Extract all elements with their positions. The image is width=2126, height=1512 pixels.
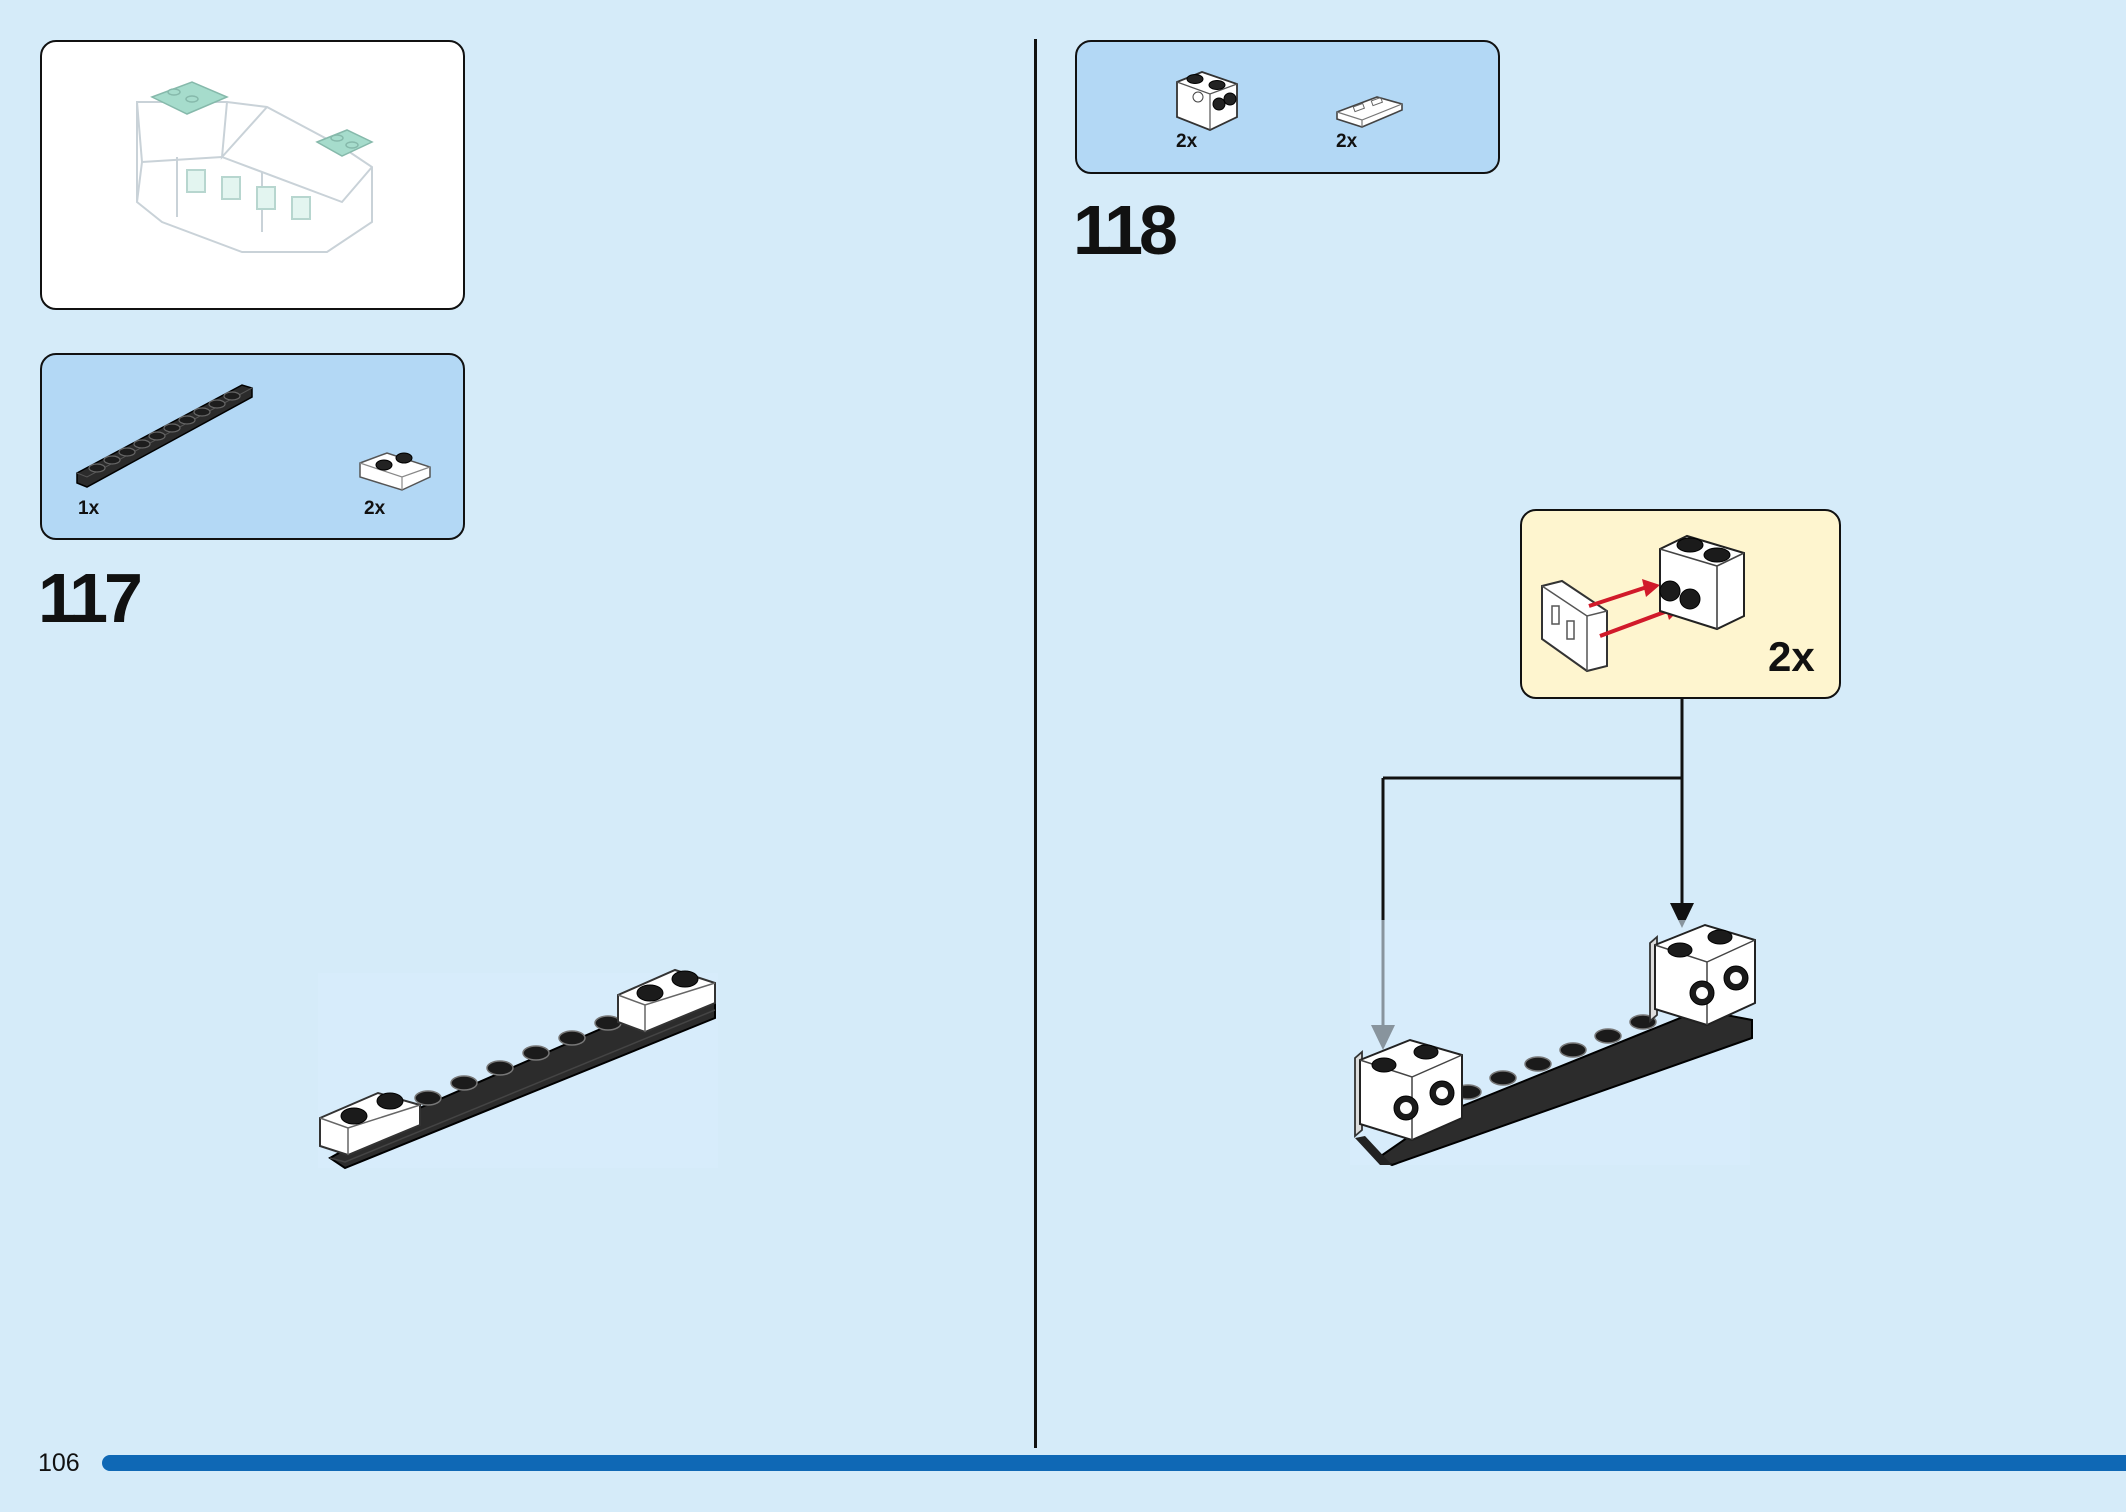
parts-list-118: 2x 2x — [1075, 40, 1500, 174]
white-tile-1x2-grille-icon — [1336, 96, 1403, 128]
page-divider — [1034, 39, 1037, 1448]
previous-model-panel — [40, 40, 465, 310]
step-number-117: 117 — [38, 559, 143, 637]
progress-bar — [102, 1455, 2126, 1471]
page-number: 106 — [38, 1449, 80, 1477]
sub-assembly-callout: 2x — [1520, 509, 1841, 699]
part-qty-tile: 2x — [1336, 131, 1358, 152]
parts-list-117: 1x 2x — [40, 353, 465, 540]
train-car-model-image — [136, 81, 374, 253]
callout-qty: 2x — [1768, 633, 1815, 680]
part-qty-black-plate: 1x — [78, 498, 100, 519]
white-brick-1x2-studs-on-side-icon — [1176, 71, 1238, 131]
step-number-118: 118 — [1073, 191, 1178, 269]
part-qty-brick: 2x — [1176, 131, 1198, 152]
sub-assembly-image — [1541, 534, 1745, 673]
part-qty-white-plate: 2x — [364, 498, 386, 519]
black-plate-1x12-icon — [76, 384, 253, 488]
white-plate-1x2-icon — [359, 452, 431, 491]
